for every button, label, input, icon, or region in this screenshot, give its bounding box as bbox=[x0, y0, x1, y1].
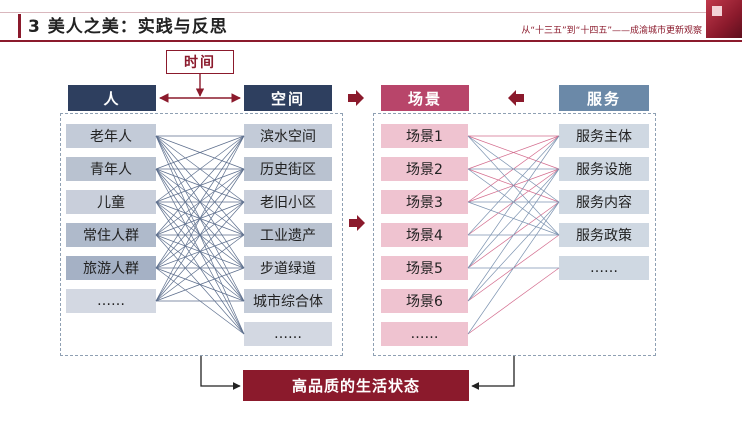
left-to-result-arrow bbox=[200, 356, 241, 390]
people-item-elderly: 老年人 bbox=[66, 124, 156, 148]
space-item-greenway: 步道绿道 bbox=[244, 256, 332, 280]
service-item-facilities: 服务设施 bbox=[559, 157, 649, 181]
scene-item-5: 场景5 bbox=[381, 256, 468, 280]
scene-item-4: 场景4 bbox=[381, 223, 468, 247]
service-item-subject: 服务主体 bbox=[559, 124, 649, 148]
scene-item-1: 场景1 bbox=[381, 124, 468, 148]
space-item-more: …… bbox=[244, 322, 332, 346]
space-item-old-neighborhood: 老旧小区 bbox=[244, 190, 332, 214]
title-marker bbox=[18, 14, 21, 38]
space-item-historic-district: 历史街区 bbox=[244, 157, 332, 181]
arrow-left-top-icon bbox=[508, 90, 524, 106]
service-item-more: …… bbox=[559, 256, 649, 280]
space-item-waterfront: 滨水空间 bbox=[244, 124, 332, 148]
page-title: 3 美人之美：实践与反思 bbox=[28, 17, 228, 37]
people-item-more: …… bbox=[66, 289, 156, 313]
scene-title: 场景 bbox=[381, 85, 469, 111]
time-label: 时间 bbox=[166, 50, 234, 74]
service-title: 服务 bbox=[559, 85, 649, 111]
scene-item-2: 场景2 bbox=[381, 157, 468, 181]
header-divider bbox=[0, 40, 742, 42]
people-item-children: 儿童 bbox=[66, 190, 156, 214]
arrow-right-mid-icon bbox=[349, 215, 365, 231]
people-item-tourists: 旅游人群 bbox=[66, 256, 156, 280]
scene-service-frame bbox=[373, 113, 656, 356]
arrow-right-top-icon bbox=[348, 90, 364, 106]
result-banner: 高品质的生活状态 bbox=[243, 370, 469, 401]
scene-item-6: 场景6 bbox=[381, 289, 468, 313]
service-item-policy: 服务政策 bbox=[559, 223, 649, 247]
header-accent-line bbox=[0, 12, 742, 13]
people-space-frame bbox=[60, 113, 343, 356]
people-item-residents: 常住人群 bbox=[66, 223, 156, 247]
people-title: 人 bbox=[68, 85, 156, 111]
space-item-industrial-heritage: 工业遗产 bbox=[244, 223, 332, 247]
space-item-complex: 城市综合体 bbox=[244, 289, 332, 313]
scene-item-more: …… bbox=[381, 322, 468, 346]
right-to-result-arrow bbox=[471, 356, 515, 390]
logo-icon bbox=[706, 0, 742, 38]
people-item-youth: 青年人 bbox=[66, 157, 156, 181]
page-subtitle: 从“十三五”到“十四五”——成渝城市更新观察 bbox=[521, 26, 702, 36]
space-title: 空间 bbox=[244, 85, 332, 111]
service-item-content: 服务内容 bbox=[559, 190, 649, 214]
scene-item-3: 场景3 bbox=[381, 190, 468, 214]
